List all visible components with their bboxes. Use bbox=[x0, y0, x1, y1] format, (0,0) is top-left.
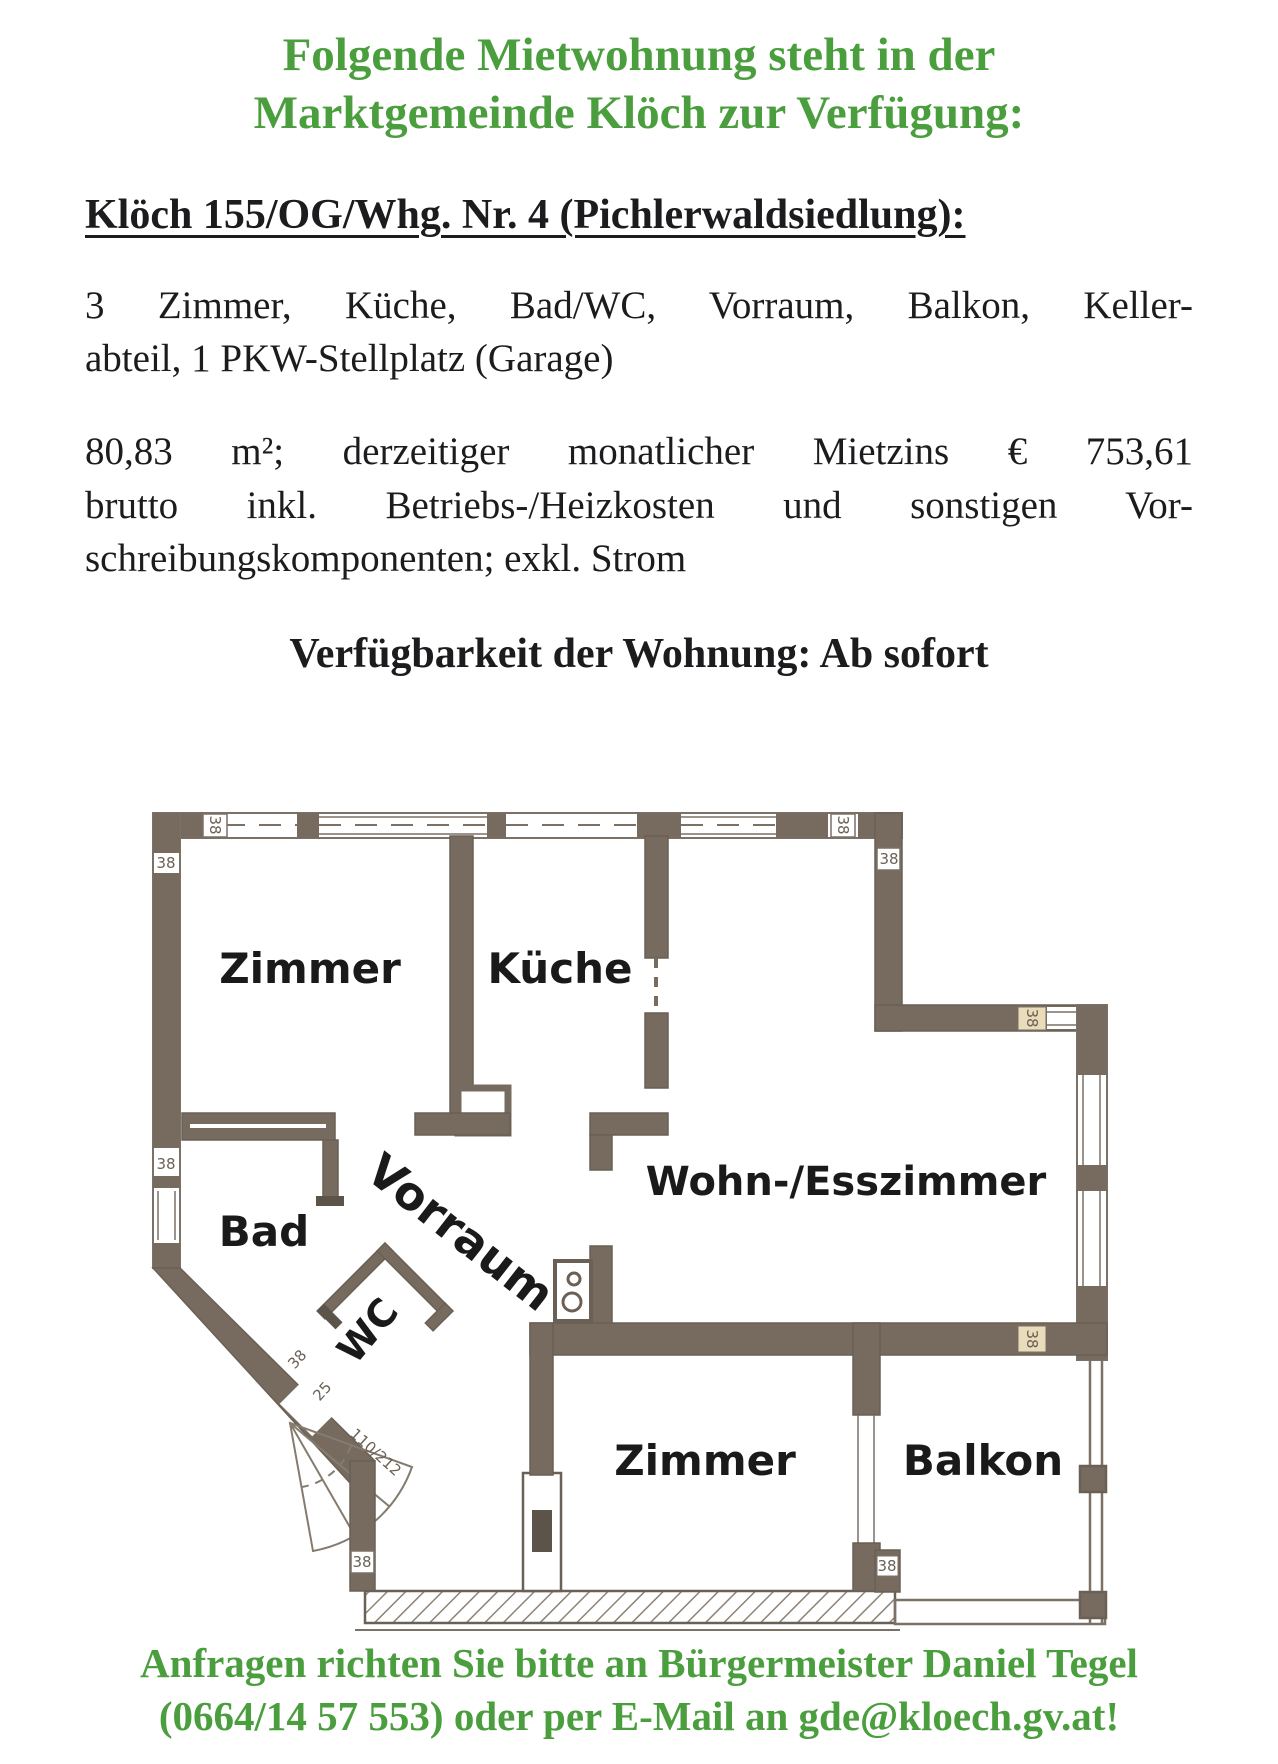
right-windows bbox=[1082, 1074, 1101, 1286]
footer-line-2: (0664/14 57 553) oder per E-Mail an gde@… bbox=[158, 1692, 1120, 1739]
wall-hall-living bbox=[553, 1244, 613, 1329]
room2-left-wall bbox=[529, 1321, 554, 1476]
top-wall: 38 38 bbox=[154, 811, 903, 839]
wall-kitchen-living bbox=[589, 834, 669, 1171]
dim-38: 38 bbox=[834, 815, 852, 834]
room-label-living: Wohn-/Esszimmer bbox=[646, 1159, 1047, 1205]
stove-icon bbox=[553, 1258, 593, 1323]
dim-38: 38 bbox=[1023, 1008, 1041, 1027]
listing-heading: Klöch 155/OG/Whg. Nr. 4 (Pichlerwaldsied… bbox=[85, 191, 966, 238]
title-line-1: Folgende Mietwohnung steht in der bbox=[282, 29, 996, 81]
room-label-kitchen: Küche bbox=[488, 944, 633, 993]
wall-living-room2: 38 bbox=[529, 1321, 1108, 1356]
contact-footer: Anfragen richten Sie bitte an Bürgermeis… bbox=[0, 1637, 1278, 1742]
bath-walls bbox=[181, 1111, 344, 1206]
chimney-flue bbox=[521, 1471, 563, 1592]
room-label-room1: Zimmer bbox=[219, 944, 401, 993]
balcony-railing bbox=[893, 1359, 1108, 1625]
availability-note: Verfügbarkeit der Wohnung: Ab sofort bbox=[289, 630, 989, 677]
right-upper-wall: 38 38 bbox=[874, 811, 1108, 1032]
title-line-2: Marktgemeinde Klöch zur Verfügung: bbox=[253, 87, 1025, 140]
dim-38: 38 bbox=[1023, 1329, 1041, 1348]
room-label-hall: Vorraum bbox=[357, 1142, 565, 1321]
dim-38: 38 bbox=[156, 1155, 175, 1173]
listing-description: 3 Zimmer, Küche, Bad/WC, Vorraum, Balkon… bbox=[85, 283, 1193, 380]
room-label-balcony: Balkon bbox=[903, 1436, 1063, 1485]
dim-38: 38 bbox=[877, 1557, 896, 1575]
dim-38: 38 bbox=[352, 1553, 371, 1571]
dim-38: 38 bbox=[156, 854, 175, 872]
wall-room2-balcony: 38 bbox=[852, 1321, 901, 1593]
kitchen-lower-wall bbox=[414, 1084, 512, 1137]
footer-line-1: Anfragen richten Sie bitte an Bürgermeis… bbox=[140, 1640, 1138, 1687]
dim-38: 38 bbox=[284, 1346, 310, 1372]
wc-walls bbox=[316, 1241, 454, 1332]
dim-38: 38 bbox=[879, 850, 898, 868]
right-lower-wall bbox=[1076, 1003, 1108, 1361]
left-window bbox=[157, 1190, 176, 1240]
listing-price: 80,83 m²; derzeitiger monatlicher Mietzi… bbox=[85, 430, 1193, 581]
floorplan-drawing: 38 38 38 38 38 25 bbox=[151, 811, 1108, 1631]
room-label-room2: Zimmer bbox=[614, 1436, 796, 1485]
page-title: Folgende Mietwohnung steht in der Marktg… bbox=[55, 26, 1223, 143]
window-sills bbox=[319, 815, 776, 835]
room-label-bath: Bad bbox=[219, 1207, 309, 1256]
bottom-wall bbox=[355, 1589, 900, 1631]
left-wall: 38 38 bbox=[152, 811, 181, 1269]
wall-room1-kitchen bbox=[449, 834, 474, 1114]
dim-38: 38 bbox=[206, 815, 224, 834]
bottom-left-wall: 38 bbox=[349, 1459, 376, 1592]
floorplan: 38 38 38 38 38 25 bbox=[130, 708, 1142, 1653]
